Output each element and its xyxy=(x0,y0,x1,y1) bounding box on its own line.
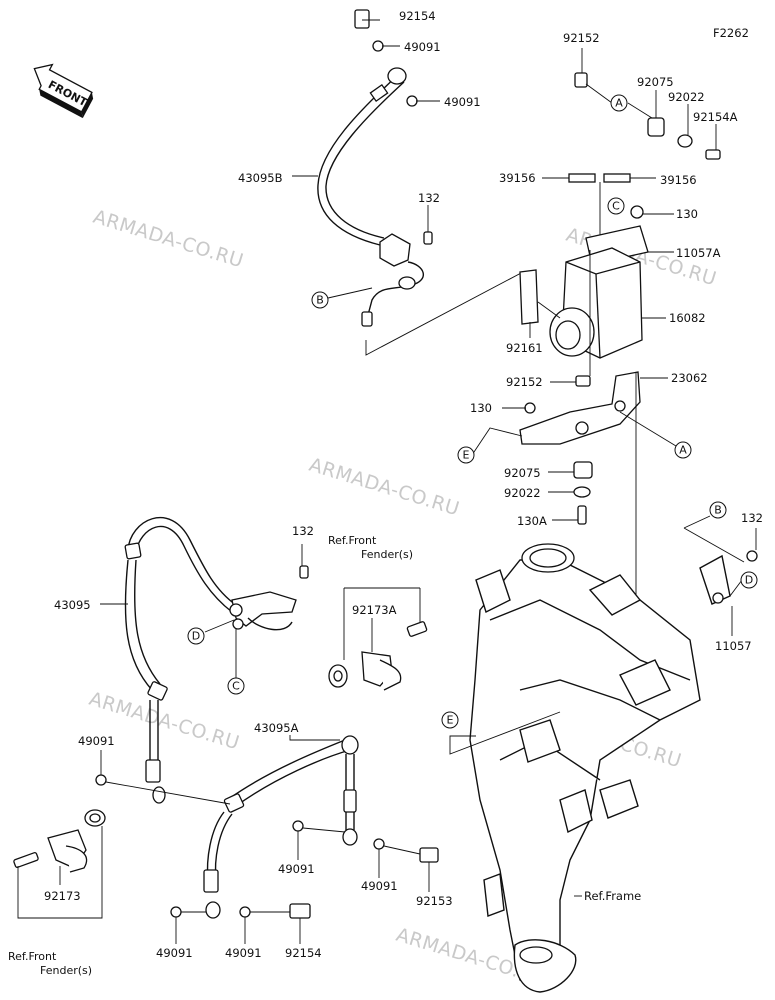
part-11057: 11057 xyxy=(715,639,752,653)
part-43095B: 43095B xyxy=(238,171,283,185)
part-92154-top: 92154 xyxy=(399,9,436,23)
svg-text:E: E xyxy=(447,714,454,727)
callout-E-bottom: E xyxy=(441,711,459,729)
hose-43095A-assembly xyxy=(95,735,439,944)
part-39156-right: 39156 xyxy=(660,173,697,187)
ref-frame: Ref.Frame xyxy=(584,889,641,903)
hose-43095B-assembly xyxy=(292,9,524,356)
diagram-code: F2262 xyxy=(713,26,749,40)
svg-text:A: A xyxy=(679,444,687,457)
ref-front-fender-top-line1: Ref.Front xyxy=(328,534,377,547)
part-92152-top: 92152 xyxy=(563,31,600,45)
part-43095: 43095 xyxy=(54,598,91,612)
part-92022-mid: 92022 xyxy=(504,486,541,500)
svg-text:E: E xyxy=(463,449,470,462)
callout-B-right: B xyxy=(709,501,727,519)
part-49091-a: 49091 xyxy=(404,40,441,54)
callout-D-left: D xyxy=(187,627,205,645)
part-132-right: 132 xyxy=(741,511,763,525)
ref-front-fender-top-line2: Fender(s) xyxy=(361,548,413,561)
watermark: ARMADA-CO.RU xyxy=(307,454,463,521)
bracket-23062 xyxy=(519,371,641,445)
part-92173A: 92173A xyxy=(352,603,397,617)
damper-39156-right xyxy=(603,173,631,183)
part-49091-g: 49091 xyxy=(225,946,262,960)
bolt-92154-top xyxy=(354,9,370,29)
callout-A-right: A xyxy=(674,441,692,459)
part-132-left: 132 xyxy=(292,524,314,538)
ref-front-fender-bottom-line1: Ref.Front xyxy=(8,950,57,963)
part-132-top: 132 xyxy=(418,191,440,205)
part-39156-left: 39156 xyxy=(499,171,536,185)
part-92154A: 92154A xyxy=(693,110,738,124)
callout-E-left: E xyxy=(457,446,475,464)
part-92075-top: 92075 xyxy=(637,75,674,89)
svg-text:B: B xyxy=(316,294,324,307)
part-92075-mid: 92075 xyxy=(504,466,541,480)
part-23062: 23062 xyxy=(671,371,708,385)
callout-C-left: C xyxy=(227,677,245,695)
part-11057A: 11057A xyxy=(676,246,721,260)
part-130A: 130A xyxy=(517,514,547,528)
part-92153: 92153 xyxy=(416,894,453,908)
svg-text:D: D xyxy=(745,574,753,587)
watermark: ARMADA-CO.RU xyxy=(91,206,247,273)
svg-text:A: A xyxy=(615,97,623,110)
part-92161: 92161 xyxy=(506,341,543,355)
part-92152-mid: 92152 xyxy=(506,375,543,389)
part-92154-bottom: 92154 xyxy=(285,946,322,960)
svg-text:C: C xyxy=(232,680,240,693)
clamp-92173-assembly xyxy=(13,809,106,919)
label-92161 xyxy=(519,269,539,325)
ref-front-fender-bottom-line2: Fender(s) xyxy=(40,964,92,977)
washer-49091-b xyxy=(406,95,418,107)
damper-39156-left xyxy=(568,173,596,183)
part-43095A: 43095A xyxy=(254,721,299,735)
callout-C-top: C xyxy=(607,197,625,215)
part-49091-d: 49091 xyxy=(278,862,315,876)
abs-unit-assembly xyxy=(471,173,677,690)
washer-49091-a xyxy=(372,40,384,52)
part-92173: 92173 xyxy=(44,889,81,903)
part-49091-c: 49091 xyxy=(78,734,115,748)
part-49091-b: 49091 xyxy=(444,95,481,109)
part-92022-top: 92022 xyxy=(668,90,705,104)
clamp-92173A-assembly xyxy=(328,587,428,691)
part-130-top: 130 xyxy=(676,207,698,221)
part-49091-e: 49091 xyxy=(361,879,398,893)
front-arrow-icon: FRONT xyxy=(33,63,94,119)
part-49091-f: 49091 xyxy=(156,946,193,960)
callout-D-right: D xyxy=(740,571,758,589)
mount-hardware-top xyxy=(574,48,721,160)
callout-B-left: B xyxy=(311,287,373,309)
frame-ref xyxy=(449,515,758,993)
part-16082: 16082 xyxy=(669,311,706,325)
svg-text:B: B xyxy=(714,504,722,517)
part-130-mid: 130 xyxy=(470,401,492,415)
hose-43095-assembly xyxy=(100,517,309,804)
svg-text:D: D xyxy=(192,630,200,643)
svg-text:C: C xyxy=(612,200,620,213)
callout-A-top: A xyxy=(610,94,628,112)
